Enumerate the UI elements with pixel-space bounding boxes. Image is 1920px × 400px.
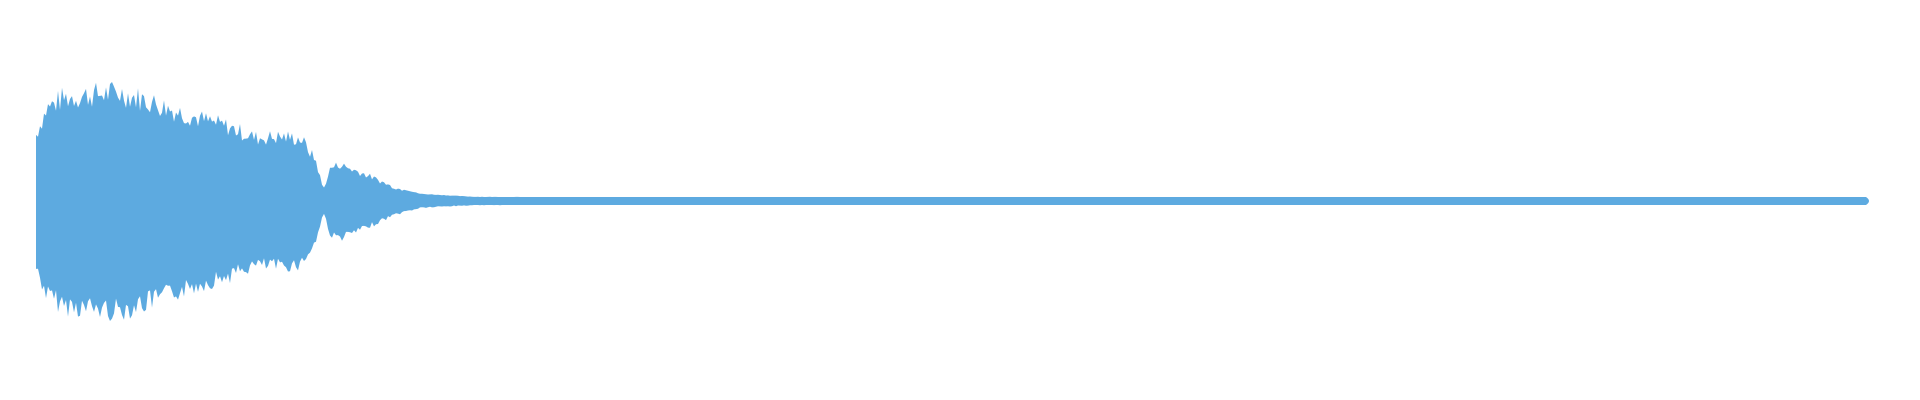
waveform-shape (36, 82, 1869, 321)
